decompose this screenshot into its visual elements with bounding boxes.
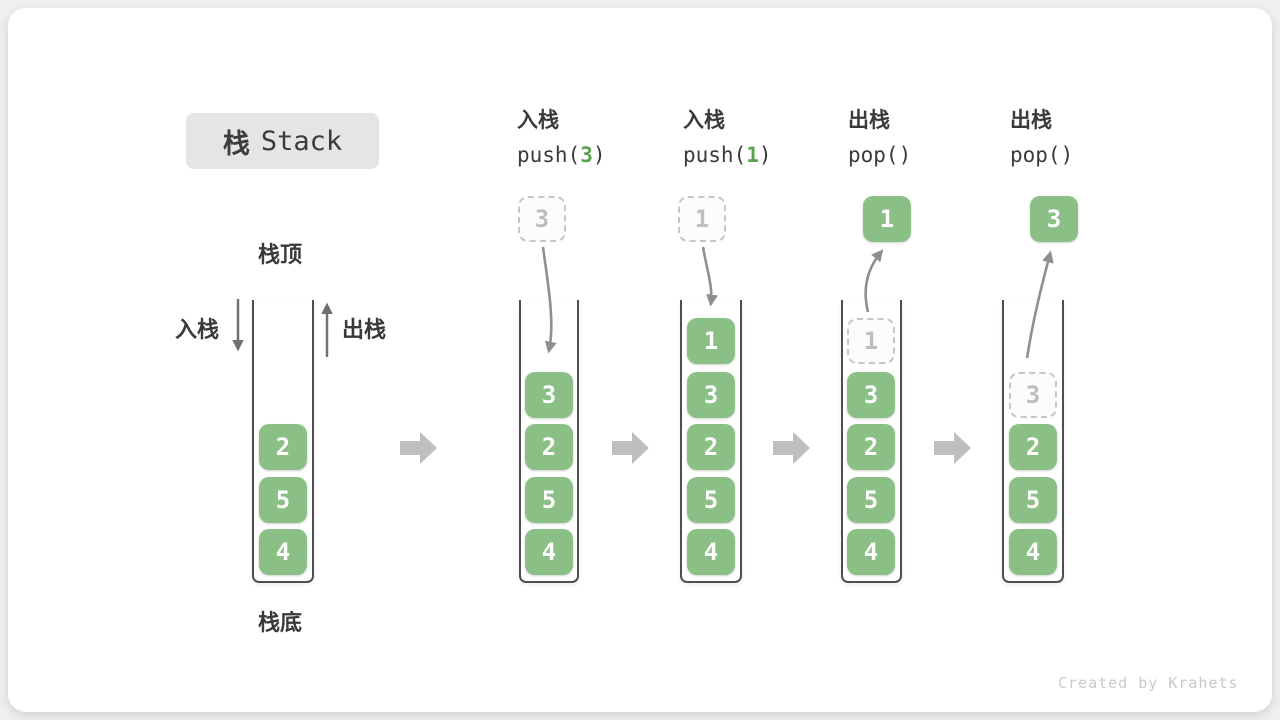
code-arg: 1 (746, 143, 759, 167)
op-name: 出栈 (1010, 108, 1052, 132)
stack-cell: 4 (687, 529, 735, 575)
stack-cell: 3 (525, 372, 573, 418)
op-code: pop() (848, 143, 1018, 167)
stack-cell: 5 (687, 477, 735, 523)
stack-cell-ghost: 3 (1009, 372, 1057, 418)
title-en: Stack (260, 125, 343, 157)
label-stack-bottom: 栈底 (258, 611, 303, 636)
stack-cell: 1 (687, 318, 735, 364)
title-box: 栈 Stack (186, 113, 379, 169)
stack-cell: 4 (525, 529, 573, 575)
stack-cell: 2 (259, 424, 307, 470)
stack-cell: 2 (1009, 424, 1057, 470)
stack-container-5 (1002, 300, 1064, 583)
stack-cell: 2 (687, 424, 735, 470)
op-code: push(1) (683, 143, 853, 167)
floating-cell-push-1: 1 (678, 196, 726, 242)
op-header-pop-2: 出栈 pop() (1010, 108, 1180, 167)
stack-cell: 3 (687, 372, 735, 418)
stack-container-1 (252, 300, 314, 583)
code-pre: pop() (1010, 143, 1074, 167)
label-stack-top: 栈顶 (258, 243, 303, 268)
code-arg: 3 (580, 143, 593, 167)
stack-cell: 4 (259, 529, 307, 575)
floating-cell-popped-3: 3 (1030, 196, 1078, 242)
code-post: ) (592, 143, 606, 167)
stack-cell: 5 (259, 477, 307, 523)
stack-cell: 2 (525, 424, 573, 470)
op-name: 入栈 (517, 108, 559, 132)
floating-cell-popped-1: 1 (863, 196, 911, 242)
stack-cell-ghost: 1 (847, 318, 895, 364)
code-pre: pop() (848, 143, 912, 167)
stack-cell: 5 (847, 477, 895, 523)
stack-cell: 5 (525, 477, 573, 523)
label-push-side: 入栈 (175, 318, 220, 343)
title-cjk: 栈 (222, 128, 250, 160)
op-header-pop-1: 出栈 pop() (848, 108, 1018, 167)
stack-cell: 3 (847, 372, 895, 418)
stack-container-3 (680, 300, 742, 583)
op-name: 出栈 (848, 108, 890, 132)
label-pop-side: 出栈 (342, 318, 387, 343)
op-header-push-3: 入栈 push(3) (517, 108, 687, 167)
stack-container-2 (519, 300, 579, 583)
watermark: Created by Krahets (1058, 674, 1239, 692)
code-pre: push( (517, 143, 581, 167)
code-pre: push( (683, 143, 747, 167)
stack-cell: 2 (847, 424, 895, 470)
op-name: 入栈 (683, 108, 725, 132)
stack-cell: 5 (1009, 477, 1057, 523)
stack-cell: 4 (847, 529, 895, 575)
op-code: push(3) (517, 143, 687, 167)
code-post: ) (758, 143, 772, 167)
floating-cell-push-3: 3 (518, 196, 566, 242)
stack-cell: 4 (1009, 529, 1057, 575)
op-header-push-1: 入栈 push(1) (683, 108, 853, 167)
stack-container-4 (841, 300, 902, 583)
op-code: pop() (1010, 143, 1180, 167)
